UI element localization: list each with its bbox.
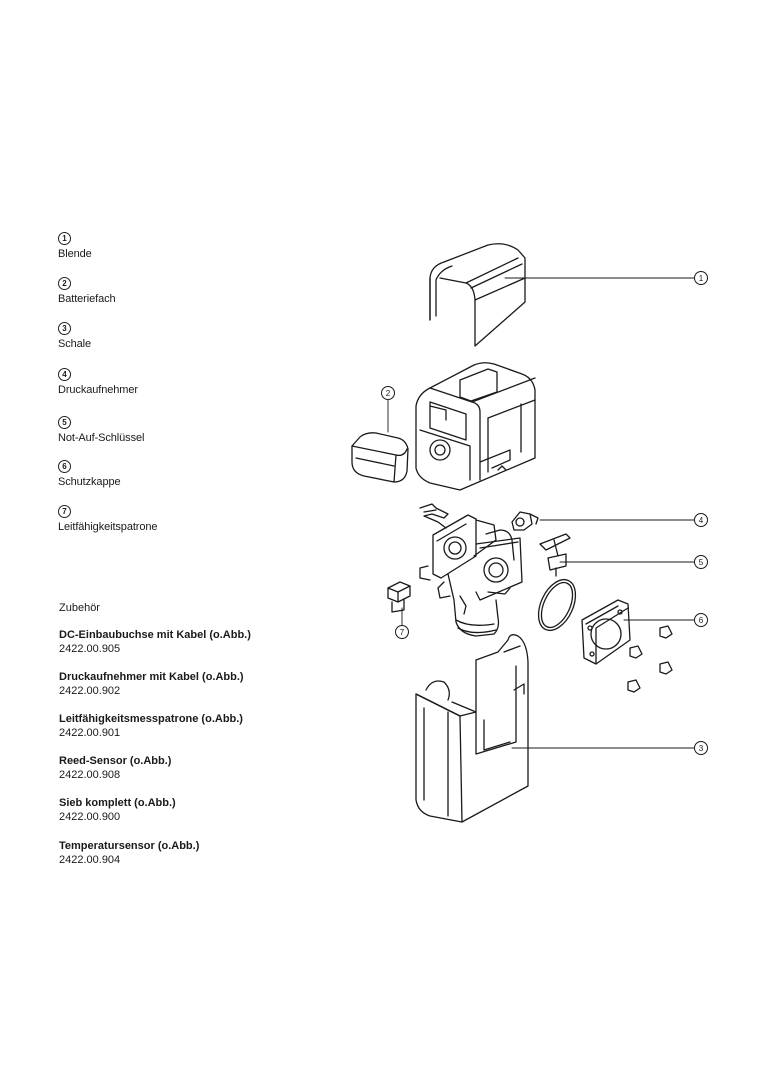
- legend-item-6: 6 Schutzkappe: [58, 456, 121, 489]
- legend-number-5: 5: [58, 416, 71, 429]
- callout-5: 5: [694, 555, 708, 569]
- part-leitfaehigkeitspatrone: [387, 581, 411, 613]
- accessory-name: Reed-Sensor (o.Abb.): [59, 755, 172, 767]
- accessory-name: Leitfähigkeitsmesspatrone (o.Abb.): [59, 713, 243, 725]
- callout-6: 6: [694, 613, 708, 627]
- accessory-code: 2422.00.905: [59, 643, 121, 655]
- callout-7-label: 7: [400, 628, 405, 637]
- legend-item-2: 2 Batteriefach: [58, 273, 116, 306]
- legend-number-3: 3: [58, 322, 71, 335]
- legend-label-3: Schale: [58, 338, 92, 350]
- part-o-ring: [537, 578, 577, 632]
- callout-6-label: 6: [699, 616, 704, 625]
- part-housing: [415, 362, 536, 491]
- legend-label-2: Batteriefach: [58, 293, 116, 305]
- accessory-name: Temperatursensor (o.Abb.): [59, 840, 200, 852]
- legend-item-7: 7 Leitfähigkeitspatrone: [58, 501, 158, 534]
- accessory-code: 2422.00.908: [59, 769, 121, 781]
- legend-item-4: 4 Druckaufnehmer: [58, 364, 138, 397]
- legend-item-1: 1 Blende: [58, 228, 92, 261]
- accessory-item: Leitfähigkeitsmesspatrone (o.Abb.) 2422.…: [59, 713, 243, 740]
- accessory-item: Druckaufnehmer mit Kabel (o.Abb.) 2422.0…: [59, 671, 244, 698]
- part-valve-body: [432, 514, 523, 637]
- accessory-code: 2422.00.902: [59, 685, 121, 697]
- accessory-item: DC-Einbaubuchse mit Kabel (o.Abb.) 2422.…: [59, 629, 251, 656]
- legend-label-7: Leitfähigkeitspatrone: [58, 521, 158, 533]
- callout-3-label: 3: [699, 744, 704, 753]
- part-schale: [415, 634, 529, 823]
- accessory-code: 2422.00.900: [59, 811, 121, 823]
- legend-item-5: 5 Not-Auf-Schlüssel: [58, 412, 144, 445]
- callout-7: 7: [395, 625, 409, 639]
- part-druckaufnehmer: [511, 511, 539, 531]
- callout-2: 2: [381, 386, 395, 400]
- leader-lines: [387, 277, 695, 749]
- callout-1-label: 1: [699, 274, 704, 283]
- accessory-name: Sieb komplett (o.Abb.): [59, 797, 176, 809]
- accessory-code: 2422.00.904: [59, 854, 121, 866]
- accessory-name: Druckaufnehmer mit Kabel (o.Abb.): [59, 671, 244, 683]
- part-batteriefach: [351, 432, 409, 483]
- part-clip: [419, 503, 449, 529]
- legend-number-1: 1: [58, 232, 71, 245]
- callout-2-label: 2: [386, 389, 391, 398]
- callouts: 1 2 3 4 5 6 7: [381, 271, 708, 755]
- legend-number-6: 6: [58, 460, 71, 473]
- callout-5-label: 5: [699, 558, 704, 567]
- callout-3: 3: [694, 741, 708, 755]
- callout-1: 1: [694, 271, 708, 285]
- part-blende: [429, 243, 526, 347]
- legend-label-6: Schutzkappe: [58, 476, 121, 488]
- accessories-heading: Zubehör: [59, 602, 100, 614]
- accessory-item: Sieb komplett (o.Abb.) 2422.00.900: [59, 797, 176, 824]
- legend-label-1: Blende: [58, 248, 92, 260]
- legend-number-4: 4: [58, 368, 71, 381]
- legend-number-2: 2: [58, 277, 71, 290]
- accessory-name: DC-Einbaubuchse mit Kabel (o.Abb.): [59, 629, 251, 641]
- part-u-clip: [419, 565, 431, 581]
- accessory-item: Temperatursensor (o.Abb.) 2422.00.904: [59, 840, 199, 867]
- legend-label-5: Not-Auf-Schlüssel: [58, 432, 145, 444]
- legend-item-3: 3 Schale: [58, 318, 91, 351]
- part-schutzkappe: [581, 599, 631, 665]
- legend-number-7: 7: [58, 505, 71, 518]
- accessory-item: Reed-Sensor (o.Abb.) 2422.00.908: [59, 755, 171, 782]
- callout-4-label: 4: [699, 516, 704, 525]
- legend-label-4: Druckaufnehmer: [58, 384, 138, 396]
- callout-4: 4: [694, 513, 708, 527]
- part-not-auf-schluessel: [539, 533, 571, 577]
- accessory-code: 2422.00.901: [59, 727, 121, 739]
- part-screws: [627, 625, 673, 693]
